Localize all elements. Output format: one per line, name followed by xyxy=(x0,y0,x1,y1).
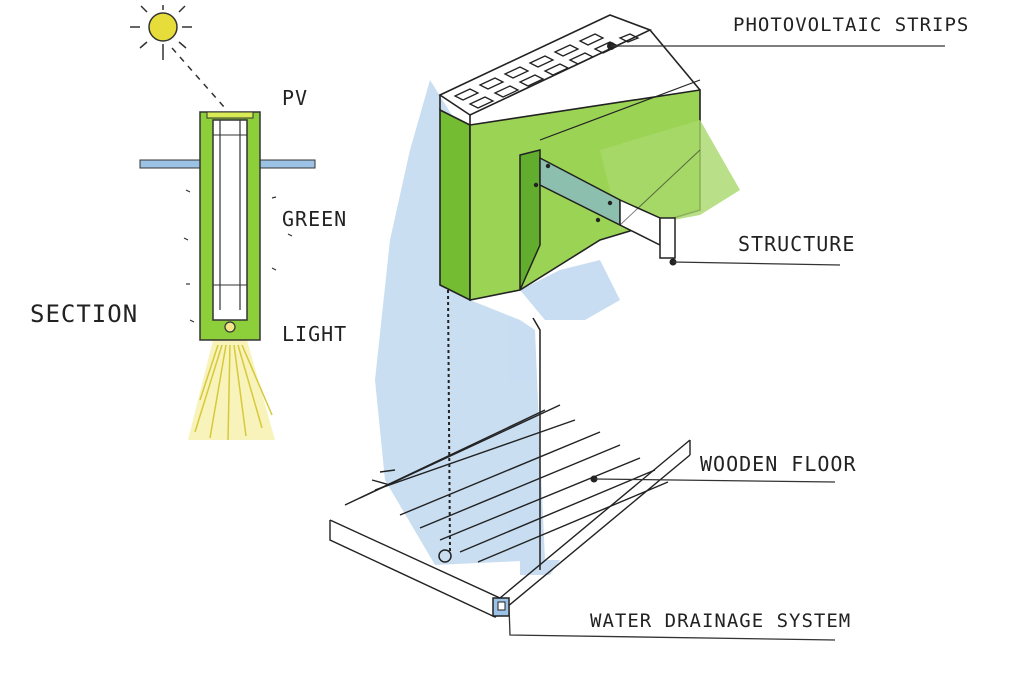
label-pv: PV xyxy=(282,86,309,110)
callout-structure: STRUCTURE xyxy=(738,232,856,256)
hanging-cable xyxy=(447,289,451,553)
structure-beam xyxy=(519,79,701,291)
lamp-icon xyxy=(224,321,236,333)
section-panel xyxy=(183,111,293,341)
leader-lines xyxy=(508,45,945,641)
sun-ray-dashed xyxy=(171,47,226,109)
pv-cells xyxy=(453,33,640,109)
label-green: GREEN xyxy=(282,207,348,231)
callout-photovoltaic-strips: PHOTOVOLTAIC STRIPS xyxy=(733,14,970,36)
drainage-channel xyxy=(492,597,510,617)
floor-drain xyxy=(438,549,452,563)
pipe-line xyxy=(532,317,541,570)
callout-wooden-floor: WOODEN FLOOR xyxy=(700,452,857,476)
green-wall-front xyxy=(439,108,471,302)
pv-top-face xyxy=(438,14,653,116)
label-light: LIGHT xyxy=(282,322,348,346)
sun-icon xyxy=(130,5,192,60)
callout-water-drainage: WATER DRAINAGE SYSTEM xyxy=(590,610,852,632)
label-section: SECTION xyxy=(30,300,139,328)
light-beam xyxy=(188,340,275,441)
